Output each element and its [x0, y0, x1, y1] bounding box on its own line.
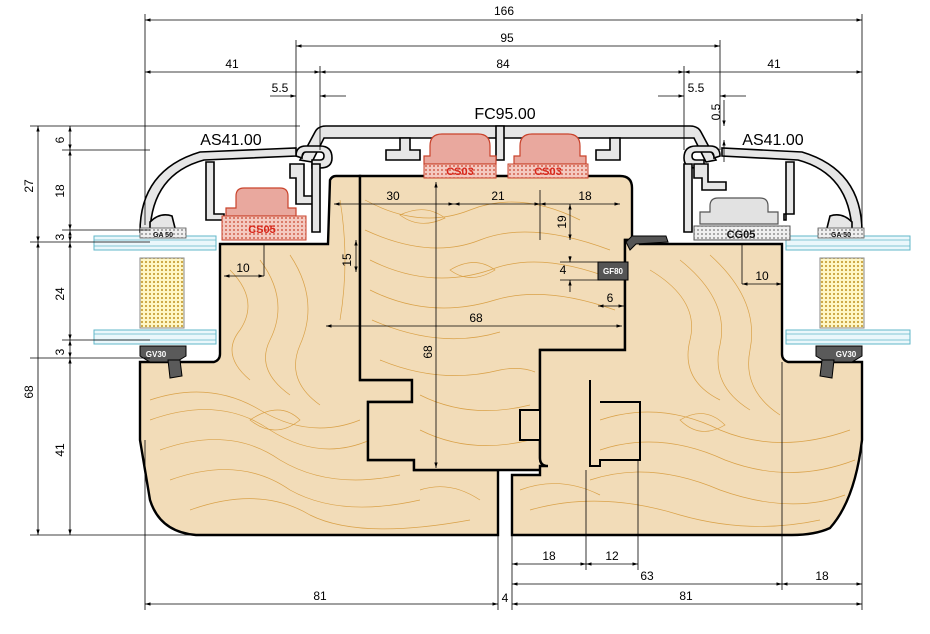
dim-text: 12: [605, 549, 619, 563]
dim-text: 3: [53, 233, 67, 240]
dim-text: 3: [53, 348, 67, 355]
dim-text: 5.5: [272, 81, 289, 95]
gasket-code: GV30: [146, 350, 167, 359]
dim-text: 18: [542, 549, 556, 563]
gasket-gf80: GF80: [597, 235, 669, 281]
dim-text: 18: [53, 184, 67, 198]
dim-text: 5.5: [688, 81, 705, 95]
dim-text: 68: [22, 385, 36, 399]
dim-text: 63: [640, 569, 654, 583]
left-wood-section: [138, 174, 500, 537]
dim-text: 68: [421, 345, 435, 359]
center-groove: [589, 380, 641, 467]
right-profile-label: AS41.00: [742, 132, 803, 149]
dim-text: 68: [469, 311, 483, 325]
dim-text: 95: [500, 31, 514, 45]
dim-text: 41: [53, 443, 67, 457]
dim-text: 21: [491, 189, 505, 203]
gasket-cg05: CG05: [693, 197, 791, 241]
gasket-code: CS03: [534, 166, 562, 178]
dim-text: 6: [607, 291, 614, 305]
dim-text: 18: [815, 569, 829, 583]
dim-text: 15: [340, 253, 354, 267]
dim-text: 81: [679, 589, 693, 603]
gasket-code: GF80: [603, 267, 624, 276]
dim-text: 4: [560, 263, 567, 277]
dim-text: 41: [225, 57, 239, 71]
dim-text: 81: [313, 589, 327, 603]
gasket-code: CS03: [446, 166, 474, 178]
gasket-gv30-right: GV30: [815, 345, 863, 379]
gasket-gv30-left: GV30: [139, 345, 187, 379]
gasket-code: GA 50: [831, 232, 851, 239]
gasket-ga50-left: GA 50: [139, 227, 187, 239]
dim-text: 18: [578, 189, 592, 203]
center-profile-label: FC95.00: [474, 106, 535, 123]
dim-text: 10: [755, 269, 769, 283]
dim-text: 30: [386, 189, 400, 203]
dim-text: 6: [53, 136, 67, 143]
gasket-code: GV30: [836, 350, 857, 359]
dim-text: 41: [767, 57, 781, 71]
gasket-code: CG05: [727, 229, 756, 241]
gasket-cs03-left: CS03: [423, 133, 497, 179]
dim-text: 10: [236, 261, 250, 275]
dimension-lines: [30, 14, 863, 610]
center-tongue: [519, 409, 541, 441]
dim-text: 27: [22, 179, 36, 193]
gasket-code: GA 50: [153, 232, 173, 239]
dim-text: 4: [502, 591, 509, 605]
gasket-code: CS05: [248, 224, 276, 236]
center-profile-fc95: [295, 125, 721, 169]
dim-text: 84: [496, 57, 510, 71]
dimension-texts: 166 95 41 84 41 5.5 5.5 0.5 27 6 18 3 24…: [22, 4, 829, 605]
gasket-ga50-right: GA 50: [817, 227, 865, 239]
gasket-cs03-right: CS03: [507, 133, 589, 179]
left-profile-label: AS41.00: [200, 132, 261, 149]
right-glazing: [785, 235, 911, 345]
left-glazing: [93, 235, 217, 345]
dim-text: 166: [494, 4, 514, 18]
dim-text: 0.5: [709, 103, 723, 120]
dim-text: 19: [555, 215, 569, 229]
gasket-cs05: CS05: [221, 187, 307, 241]
dim-text: 24: [53, 287, 67, 301]
